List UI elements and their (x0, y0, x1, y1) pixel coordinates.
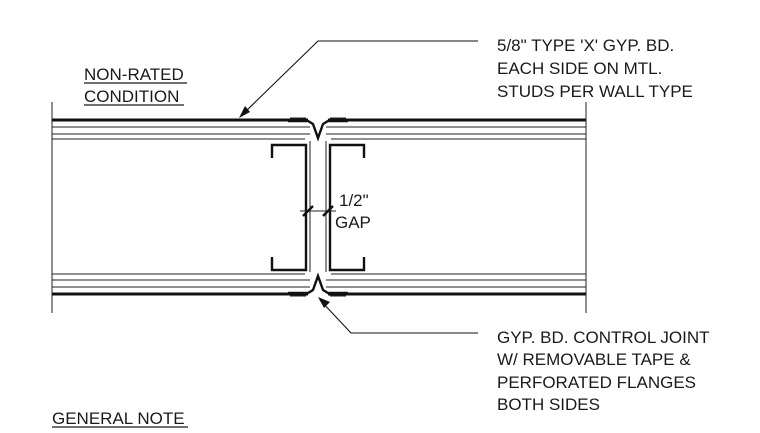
top-control-joint (288, 117, 348, 142)
top-note-line2: EACH SIDE ON MTL. (497, 59, 662, 78)
top-note-line3: STUDS PER WALL TYPE (497, 82, 693, 101)
top-gyp-board-left (52, 118, 310, 140)
joint-note-line3: PERFORATED FLANGES (497, 373, 696, 392)
non-rated-label-line1: NON-RATED (84, 65, 184, 84)
bottom-control-joint (288, 272, 348, 297)
joint-note-leader (319, 299, 478, 334)
gap-label-line2: GAP (335, 213, 371, 232)
top-gyp-board-right (326, 118, 586, 140)
joint-note-arrowhead (318, 297, 330, 308)
joint-note-line1: GYP. BD. CONTROL JOINT (497, 328, 710, 347)
non-rated-label-line2: CONDITION (84, 87, 179, 106)
left-metal-stud (270, 143, 308, 272)
top-note-leader (242, 40, 478, 115)
general-note-label: GENERAL NOTE (52, 409, 185, 428)
top-note-line1: 5/8" TYPE 'X' GYP. BD. (497, 36, 674, 55)
top-note-arrowhead (239, 106, 250, 118)
bottom-gyp-board-left (52, 273, 310, 296)
joint-note-line4: BOTH SIDES (497, 395, 600, 414)
gap-label-line1: 1/2" (339, 191, 369, 210)
joint-note-line2: W/ REMOVABLE TAPE & (497, 350, 691, 369)
bottom-gyp-board-right (326, 273, 586, 296)
gap-dimension (300, 205, 336, 217)
